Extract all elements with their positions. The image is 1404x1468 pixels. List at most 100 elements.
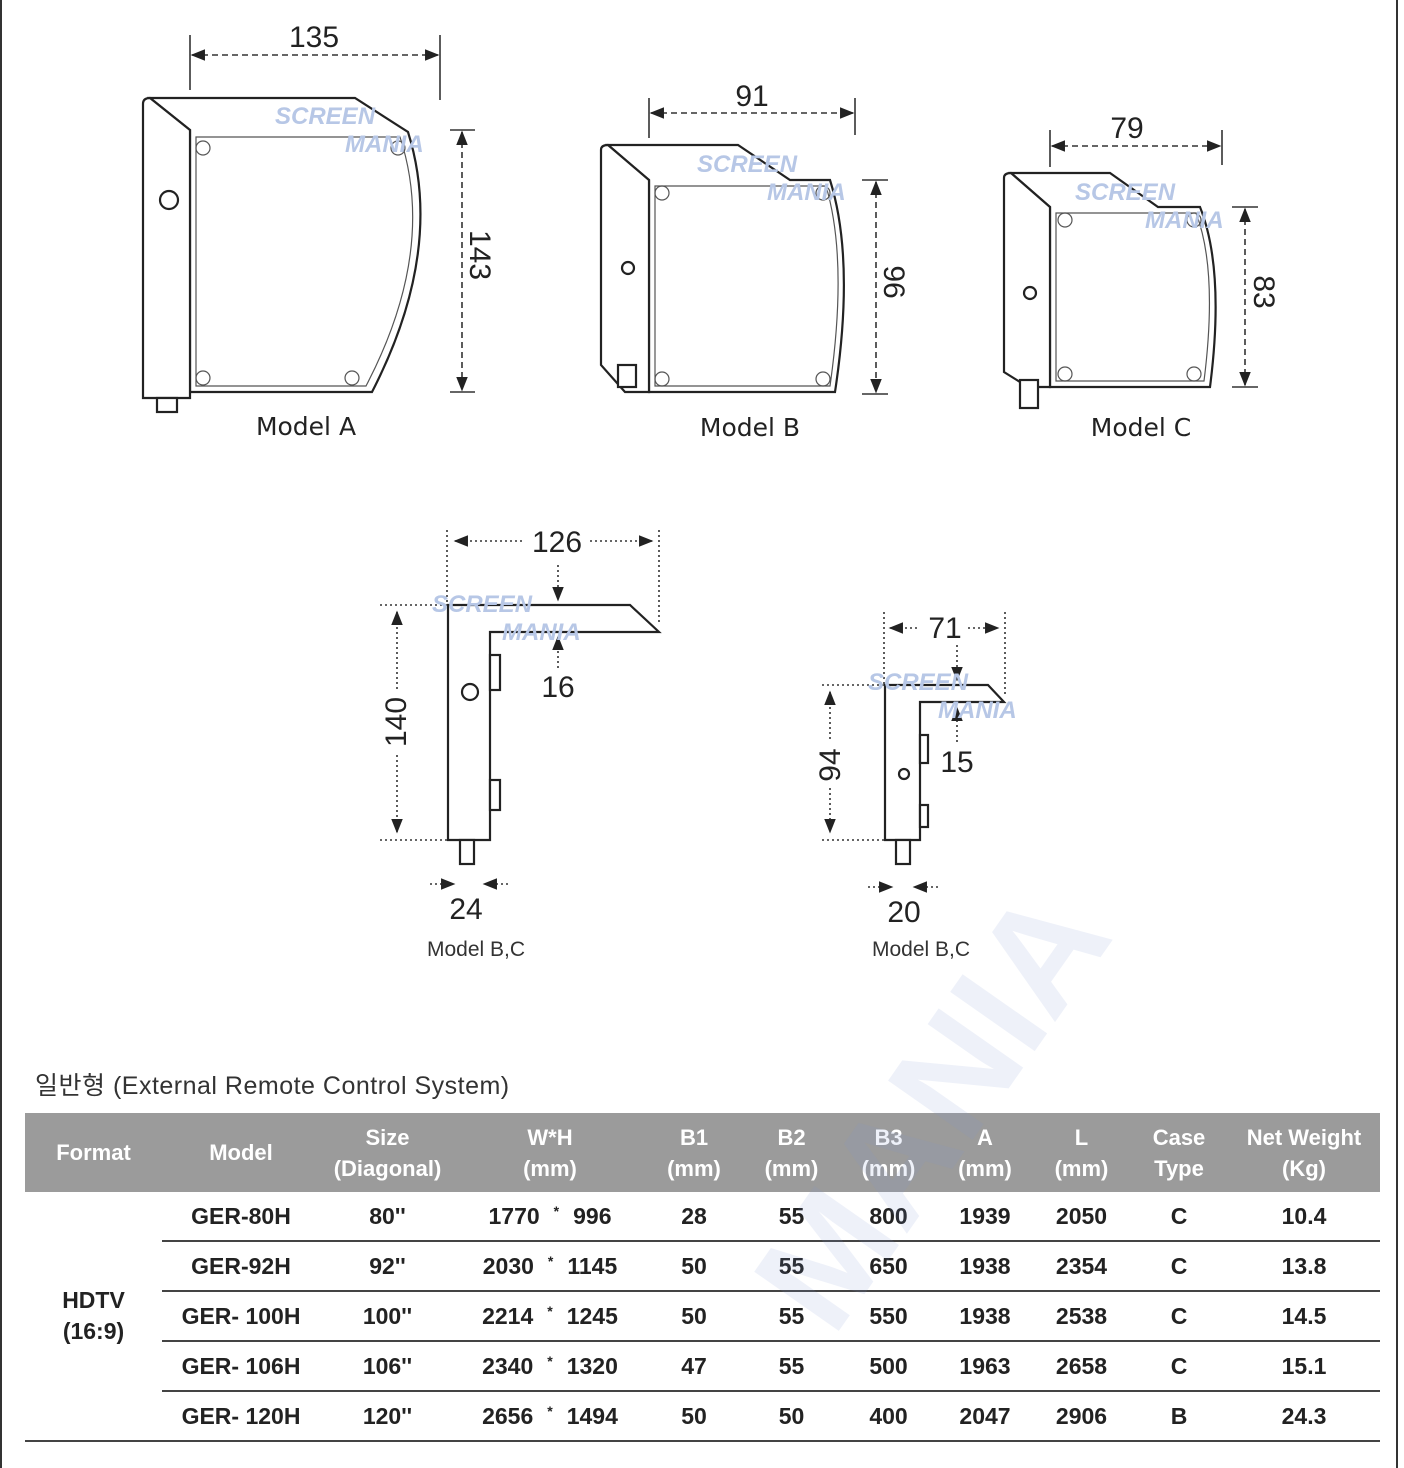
watermark-screen: SCREEN	[275, 103, 376, 130]
cell-height: 1145	[567, 1252, 618, 1279]
times-symbol: *	[547, 1352, 553, 1369]
cell-weight: 13.8	[1228, 1241, 1380, 1292]
model-bc-side-view: 71 94 15 20 SCREEN MANIA Model B,C	[814, 612, 1017, 961]
cell-size: 120''	[320, 1391, 455, 1442]
format-cell: HDTV (16:9)	[25, 1192, 162, 1442]
cell-height: 996	[573, 1202, 612, 1229]
model-b-width-label: 91	[735, 80, 768, 113]
model-a-side-view: 126 140 16 24 SCREEN MANIA Model B,C	[380, 526, 662, 961]
cell-wh: 2656*1494	[455, 1391, 645, 1442]
watermark-mania: MANIA	[502, 619, 581, 646]
cell-case: C	[1130, 1341, 1228, 1392]
page-border-left	[0, 0, 2, 1468]
cell-b1: 50	[645, 1291, 743, 1342]
cell-model: GER- 120H	[162, 1391, 320, 1442]
column-header: B3(mm)	[840, 1113, 937, 1192]
cell-size: 80''	[320, 1192, 455, 1242]
cell-size: 100''	[320, 1291, 455, 1342]
side-a-width-label: 126	[532, 526, 582, 559]
cell-b1: 50	[645, 1391, 743, 1442]
model-a-front-view: 135 143 SCREEN MANIA Model A	[141, 21, 496, 441]
column-header: B1(mm)	[645, 1113, 743, 1192]
cell-wh: 2030 * 1145	[455, 1241, 645, 1292]
cell-a: 1938	[937, 1241, 1033, 1292]
page-border-right	[1396, 0, 1398, 1468]
column-header-line2: Type	[1154, 1155, 1204, 1181]
column-header-line2: (mm)	[764, 1155, 819, 1181]
column-header: L(mm)	[1033, 1113, 1130, 1192]
side-bc-width-label: 71	[928, 612, 961, 645]
dimension-drawings: 135 143 SCREEN MANIA Model A 91 96 SCREE…	[141, 21, 1280, 961]
watermark-screen: SCREEN	[1075, 179, 1176, 206]
column-header-line2: (mm)	[958, 1155, 1012, 1181]
column-header: Format	[25, 1113, 162, 1192]
model-c-width-label: 79	[1110, 112, 1143, 145]
cell-b3: 650	[840, 1241, 937, 1292]
cell-width: 2214	[482, 1302, 534, 1329]
column-header-line1: A	[977, 1124, 993, 1150]
cell-model: GER-92H	[162, 1241, 320, 1292]
cell-height: 1494	[566, 1402, 618, 1429]
cell-case: C	[1130, 1291, 1228, 1342]
cell-l: 2906	[1033, 1391, 1130, 1442]
cell-a: 1938	[937, 1291, 1033, 1342]
cell-b2: 55	[743, 1291, 840, 1342]
cell-b1: 50	[645, 1241, 743, 1292]
watermark-mania: MANIA	[345, 131, 424, 158]
cell-l: 2354	[1033, 1241, 1130, 1292]
column-header-line2: (mm)	[667, 1155, 721, 1181]
cell-b2: 55	[743, 1192, 840, 1242]
column-header: Model	[162, 1113, 320, 1192]
column-header-line1: Case	[1152, 1124, 1206, 1150]
cell-size: 106''	[320, 1341, 455, 1392]
times-symbol: *	[553, 1202, 560, 1219]
format-line1: HDTV	[62, 1287, 125, 1313]
watermark-mania: MANIA	[767, 179, 846, 206]
watermark-mania: MANIA	[1145, 207, 1224, 234]
column-header: W*H (mm)	[455, 1113, 645, 1192]
column-header-line2: (Diagonal)	[333, 1155, 442, 1181]
cell-wh: 2214*1245	[455, 1291, 645, 1342]
cell-model: GER-80H	[162, 1192, 320, 1242]
column-header: B2(mm)	[743, 1113, 840, 1192]
column-header-line1: Format	[56, 1140, 131, 1165]
model-a-height-label: 143	[463, 230, 496, 280]
column-header-line2: (mm)	[523, 1155, 577, 1181]
model-b-front-view: 91 96 SCREEN MANIA Model B	[599, 80, 910, 442]
cell-width: 1770	[488, 1202, 540, 1229]
cell-width: 2030	[482, 1252, 534, 1279]
times-symbol: *	[547, 1252, 554, 1269]
column-header-line1: B3	[874, 1124, 903, 1150]
cell-a: 1939	[937, 1192, 1033, 1242]
side-bc-flange-label: 15	[940, 746, 973, 779]
cell-b1: 47	[645, 1341, 743, 1392]
cell-l: 2658	[1033, 1341, 1130, 1392]
model-c-caption: Model C	[1091, 413, 1191, 442]
model-b-caption: Model B	[700, 413, 800, 442]
cell-b2: 55	[743, 1241, 840, 1292]
watermark-screen: SCREEN	[432, 591, 533, 618]
watermark-screen: SCREEN	[868, 669, 969, 696]
cell-width: 2340	[482, 1352, 534, 1379]
cell-b3: 400	[840, 1391, 937, 1442]
model-c-height-label: 83	[1247, 275, 1280, 308]
column-header-line1: W*H	[527, 1124, 573, 1150]
format-line2: (16:9)	[62, 1318, 125, 1344]
cell-b3: 500	[840, 1341, 937, 1392]
model-b-height-label: 96	[877, 265, 910, 298]
cell-height: 1320	[566, 1352, 618, 1379]
cell-weight: 10.4	[1228, 1192, 1380, 1242]
cell-weight: 15.1	[1228, 1341, 1380, 1392]
side-a-height-label: 140	[380, 697, 413, 747]
watermark-mania: MANIA	[938, 697, 1017, 724]
column-header-line1: Size	[365, 1124, 410, 1150]
cell-height: 1245	[566, 1302, 618, 1329]
column-header-line2: (Kg)	[1282, 1155, 1326, 1181]
